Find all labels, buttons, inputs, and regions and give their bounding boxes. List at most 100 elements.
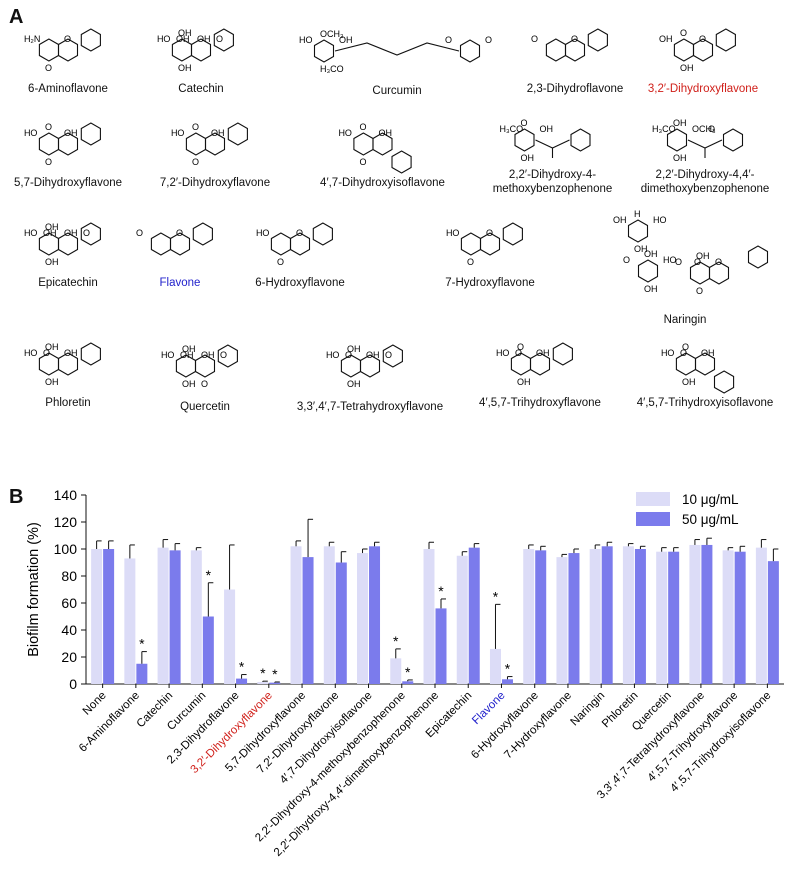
bar (290, 546, 302, 684)
atom-label: O (715, 257, 722, 267)
bar (136, 663, 148, 684)
atom-label: HO (157, 34, 171, 44)
atom-label: O (45, 157, 52, 167)
atom-label: O (359, 157, 366, 167)
bar (169, 550, 181, 684)
atom-label: OH (45, 257, 59, 267)
compound-name: Quercetin (180, 401, 230, 413)
atom-label: OH (644, 284, 658, 294)
significance-marker: * (493, 588, 499, 604)
y-tick-label: 0 (69, 676, 77, 692)
bar (556, 557, 568, 684)
bar (689, 544, 701, 684)
atom-label: O (680, 28, 687, 38)
atom-label: OH (178, 63, 192, 73)
bar (755, 547, 767, 684)
bar (734, 551, 746, 684)
atom-label: O (192, 157, 199, 167)
bar (269, 682, 281, 684)
atom-label: HO (446, 228, 460, 238)
atom-label: HO (24, 128, 38, 138)
atom-label: OH (201, 350, 215, 360)
bar (103, 549, 115, 684)
atom-label: HO (338, 128, 352, 138)
atom-label: OH (696, 251, 710, 261)
bar (589, 549, 601, 684)
atom-label: OCH₃ (692, 124, 716, 134)
atom-label: OH (673, 118, 687, 128)
atom-label: O (220, 350, 227, 360)
bar (622, 546, 634, 684)
compound-name: 2,3-Dihydroflavone (526, 83, 624, 95)
bar (568, 553, 580, 684)
bar (701, 544, 713, 684)
compound-name: Curcumin (372, 85, 422, 97)
significance-marker: * (505, 661, 511, 677)
atom-label: HO (161, 350, 175, 360)
compound-name: 2,2′-Dihydroxy-4,4′- dimethoxybenzopheno… (640, 169, 770, 195)
atom-label: H₂N (24, 34, 41, 44)
y-axis-label: Biofilm formation (%) (26, 522, 42, 657)
atom-label: OH (182, 379, 196, 389)
atom-label: O (136, 228, 143, 238)
bar (390, 658, 402, 684)
atom-label: OH (536, 348, 550, 358)
atom-label: O (696, 286, 703, 296)
atom-label: OCH₃ (320, 29, 344, 39)
atom-label: HO (663, 255, 677, 265)
compound-name: 3,2′-Dihydroxyflavone (647, 83, 759, 95)
compound-name: 6-Hydroxyflavone (255, 277, 345, 289)
significance-marker: * (438, 583, 444, 599)
significance-marker: * (260, 665, 266, 681)
atom-label: O (675, 257, 682, 267)
atom-label: O (521, 118, 528, 128)
atom-label: OH (366, 350, 380, 360)
atom-label: O (45, 122, 52, 132)
compound-name: 7,2′-Dihydroxyflavone (159, 177, 271, 189)
bar (124, 558, 136, 684)
bar (601, 546, 613, 684)
atom-label: HO (24, 348, 38, 358)
compound-name: Phloretin (45, 397, 91, 409)
atom-label: OH (45, 377, 59, 387)
bar (535, 550, 547, 684)
bar (323, 546, 335, 684)
atom-label: O (531, 34, 538, 44)
significance-marker: * (405, 664, 411, 680)
significance-marker: * (272, 666, 278, 682)
bar (722, 550, 734, 684)
atom-label: O (486, 228, 493, 238)
atom-label: O (64, 34, 71, 44)
bar (91, 549, 103, 684)
bar (523, 549, 535, 684)
atom-label: O (571, 34, 578, 44)
atom-label: OH (64, 228, 78, 238)
bar (357, 553, 369, 684)
y-tick-label: 80 (61, 568, 77, 584)
atom-label: OH (644, 249, 658, 259)
atom-label: HO (256, 228, 270, 238)
atom-label: H₃CO (652, 124, 676, 134)
bar (257, 681, 269, 684)
atom-label: O (83, 228, 90, 238)
bar (668, 551, 680, 684)
atom-label: O (445, 35, 452, 45)
significance-marker: * (239, 659, 245, 675)
bar (302, 557, 314, 684)
bar (656, 551, 668, 684)
atom-label: OH (176, 34, 190, 44)
atom-label: OH (673, 153, 687, 163)
y-tick-label: 40 (61, 622, 77, 638)
compound-name: Epicatechin (38, 277, 98, 289)
bar (236, 678, 248, 684)
atom-label: O (467, 257, 474, 267)
bar (468, 547, 480, 684)
